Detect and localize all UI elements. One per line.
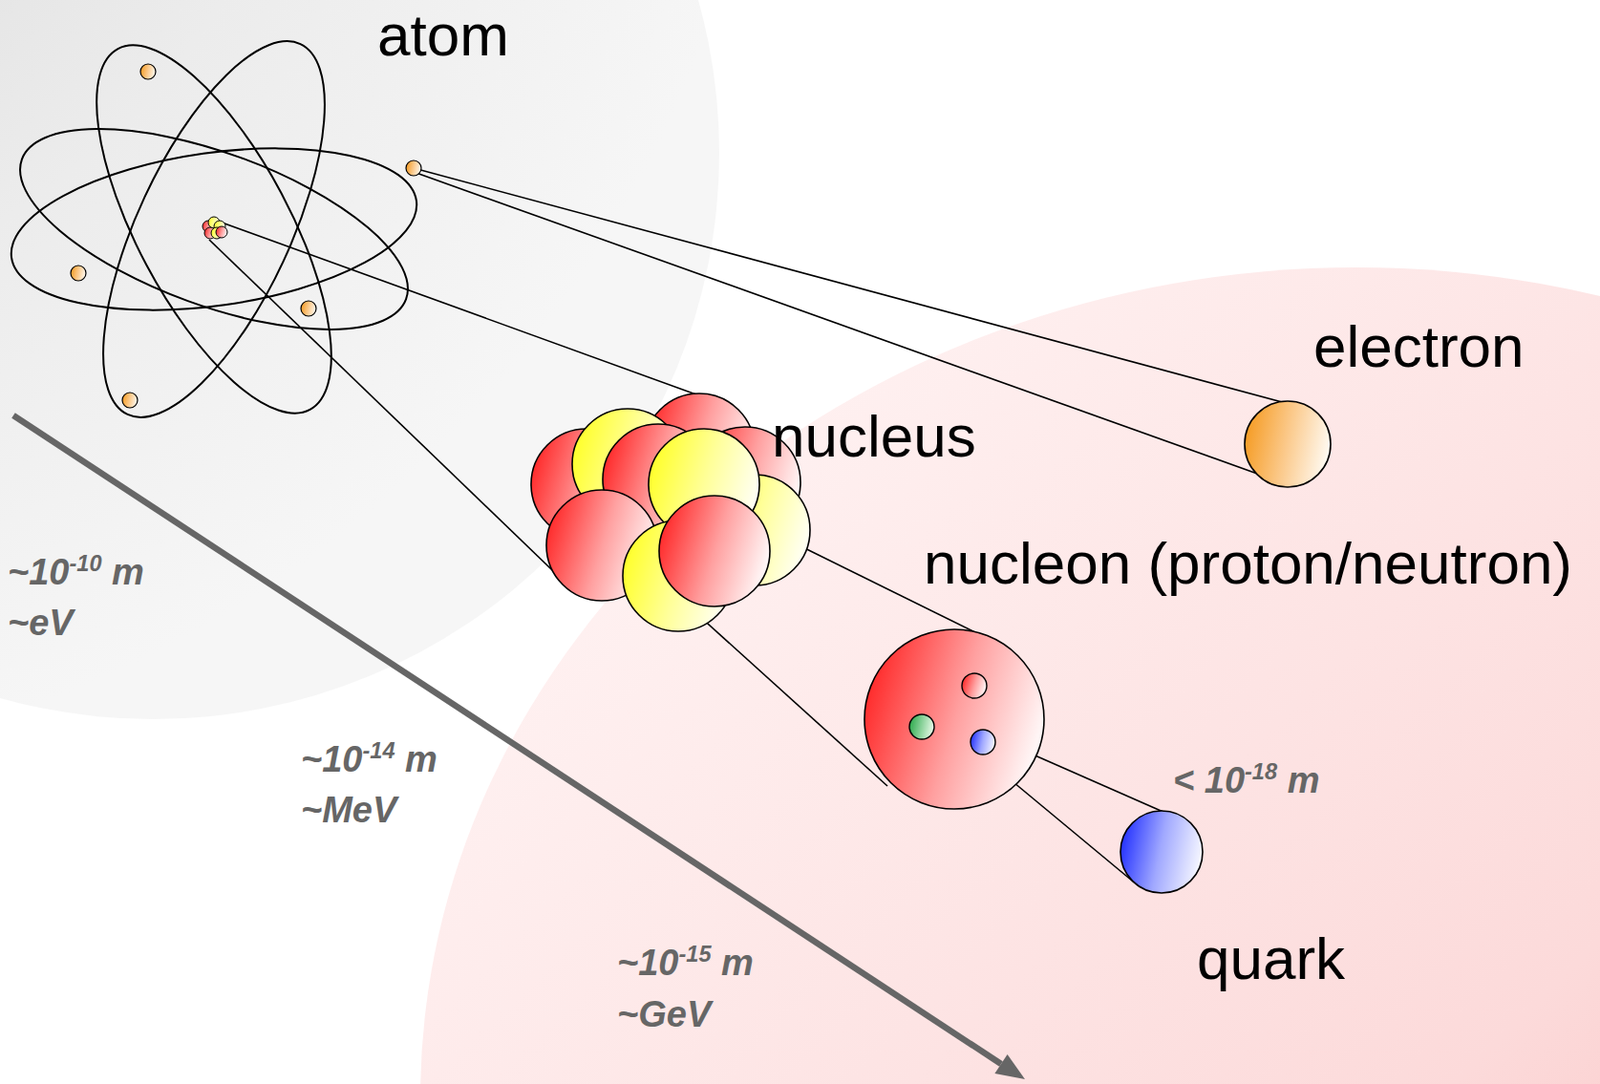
text-holder: ~10-10 m	[7, 552, 145, 595]
scale-label: ~10-14 m	[300, 739, 438, 782]
scale-label: ~10-15 m	[617, 942, 754, 985]
text-holder: electron	[1313, 312, 1525, 381]
quark-sphere: quark	[1117, 808, 1206, 896]
node-heading: nucleus	[771, 402, 977, 470]
scale-label: < 10-18 m	[1173, 760, 1320, 803]
electron-dot	[300, 300, 317, 317]
text-holder: nucleus	[771, 402, 977, 470]
node-heading: atom	[377, 0, 510, 69]
atom-figure-drawing	[0, 19, 440, 440]
electron-dot	[405, 160, 422, 176]
text-holder: nucleon (proton/neutron)	[923, 529, 1573, 598]
zoom-line	[209, 239, 576, 593]
electron-sphere-drawing	[1241, 398, 1334, 491]
text-holder: quark	[1196, 924, 1345, 993]
scale-label: ~GeV	[617, 994, 711, 1037]
atom-figure: atom	[0, 19, 440, 440]
scale-label: ~10-10 m	[7, 552, 145, 595]
nucleus-cluster-drawing	[523, 391, 811, 639]
node-heading: quark	[1196, 924, 1345, 993]
subatomic-scale-region	[420, 267, 1600, 1084]
particle-sphere	[864, 629, 1045, 810]
zoom-line	[413, 168, 1297, 406]
electron-orbit	[0, 87, 432, 372]
quark-dot	[970, 729, 996, 755]
text-holder: ~eV	[7, 602, 74, 645]
text-holder: < 10-18 m	[1173, 760, 1320, 803]
nucleon-sphere-drawing	[861, 626, 1047, 812]
nucleus-cluster: nucleus	[523, 391, 811, 639]
electron-dot	[70, 265, 86, 281]
quark-dot	[961, 673, 987, 699]
scale-label: ~eV	[7, 602, 74, 645]
node-heading: nucleon (proton/neutron)	[923, 529, 1573, 598]
text-holder: ~10-14 m	[300, 739, 438, 782]
electron-orbit	[0, 125, 427, 334]
particle-sphere	[1244, 401, 1331, 488]
electron-orbit	[58, 11, 370, 448]
quark-dot	[909, 714, 935, 740]
zoom-line	[413, 171, 1260, 475]
scale-arrow	[13, 415, 1002, 1065]
nucleus-dot	[215, 226, 228, 238]
zoom-line	[678, 597, 888, 787]
scale-label: ~MeV	[300, 789, 397, 832]
text-holder: ~GeV	[617, 994, 711, 1037]
text-holder: atom	[377, 0, 510, 69]
particle-sphere	[1120, 810, 1203, 894]
electron-dot	[122, 392, 138, 408]
text-holder: ~MeV	[300, 789, 397, 832]
nucleon-sphere: nucleon (proton/neutron)	[861, 626, 1047, 812]
electron-orbit	[50, 12, 378, 446]
node-heading: electron	[1313, 312, 1525, 381]
quark-sphere-drawing	[1117, 808, 1206, 896]
text-holder: ~10-15 m	[617, 942, 754, 985]
scale-arrow-head	[994, 1054, 1025, 1080]
electron-dot	[140, 64, 156, 80]
particle-sphere	[659, 495, 770, 607]
electron-sphere: electron	[1241, 398, 1334, 491]
